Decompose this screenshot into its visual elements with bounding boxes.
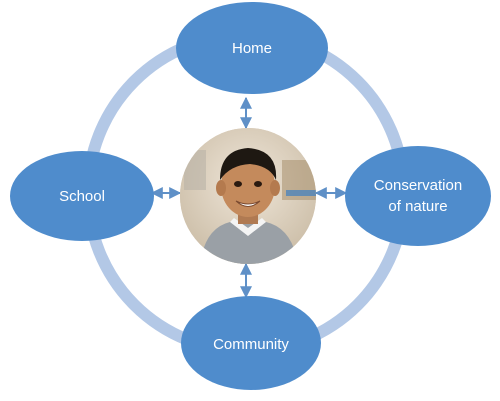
node-home: Home: [176, 2, 328, 94]
center-photo: [180, 128, 316, 264]
node-conservation-label-line1: Conservation: [374, 177, 462, 194]
node-school-label: School: [59, 188, 105, 205]
node-community-label: Community: [213, 336, 289, 353]
node-school: School: [10, 151, 154, 241]
node-conservation-label-line2: of nature: [388, 198, 447, 215]
node-community: Community: [181, 296, 321, 390]
node-home-label: Home: [232, 40, 272, 57]
node-conservation: Conservation of nature: [345, 146, 491, 246]
